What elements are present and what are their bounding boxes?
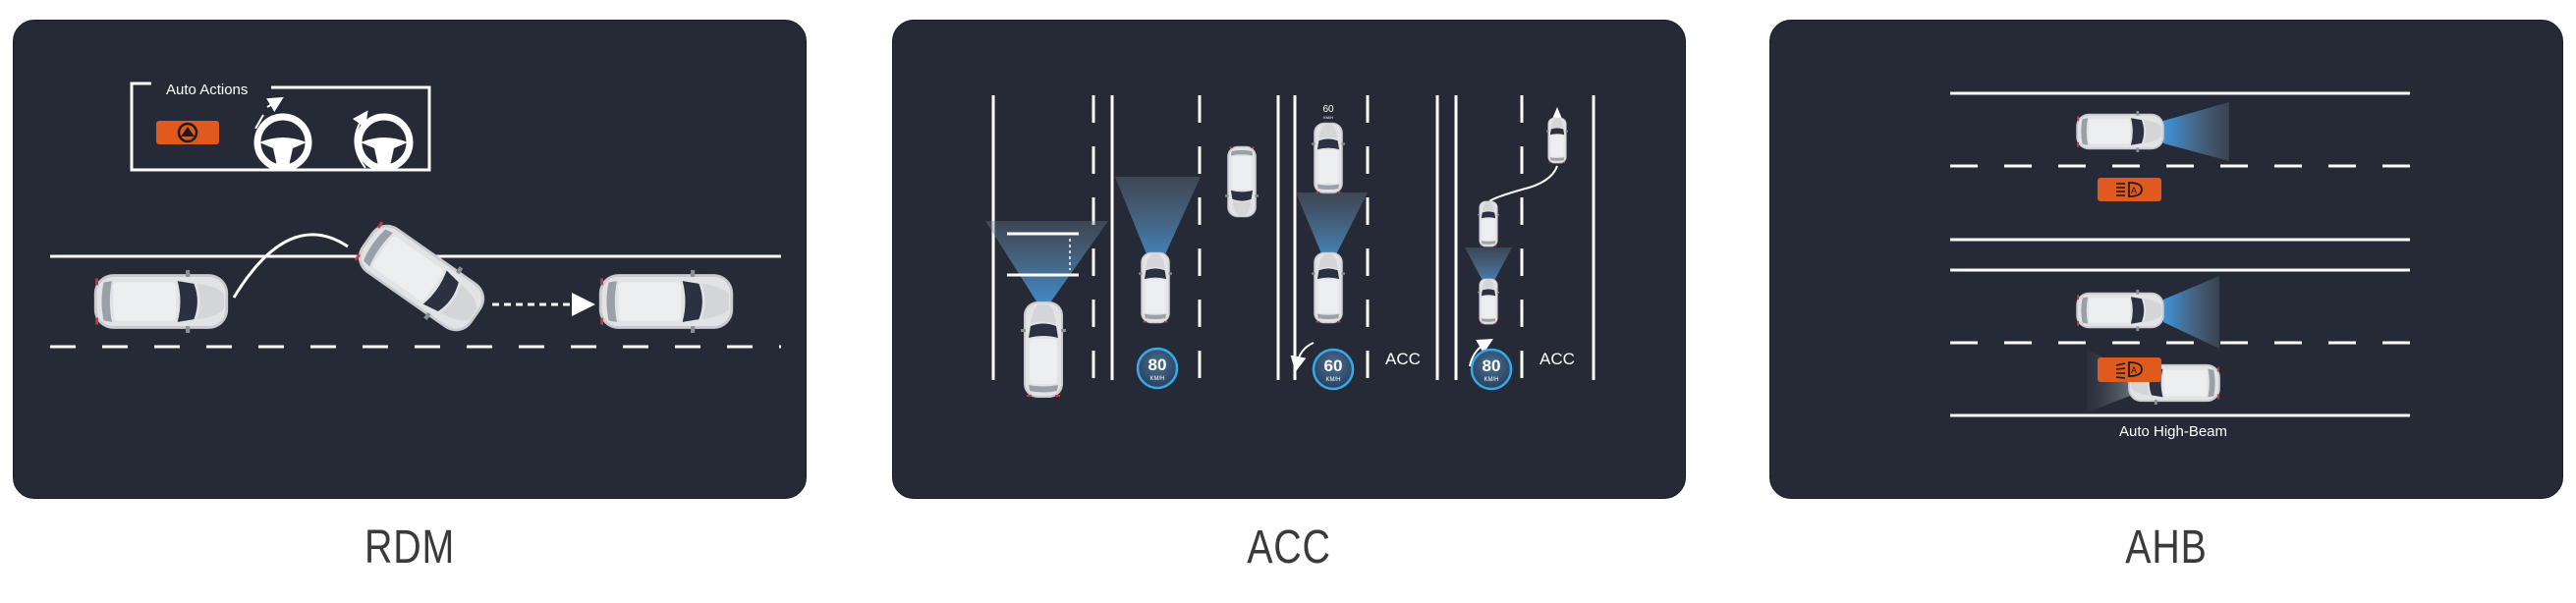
lane-change-path xyxy=(1488,165,1558,202)
rdm-caption: RDM xyxy=(364,521,456,574)
auto-high-beam-label: Auto High-Beam xyxy=(2119,423,2227,440)
low-beam xyxy=(2163,276,2219,349)
road-lines xyxy=(1950,91,2410,417)
road-departure-warning-icon xyxy=(156,121,219,144)
svg-text:A: A xyxy=(2131,365,2137,375)
radar-beam xyxy=(985,221,1108,312)
svg-text:60: 60 xyxy=(1324,356,1343,375)
lead-car xyxy=(1312,122,1345,194)
ahb-illustration: A A Auto High-Beam xyxy=(1950,91,2410,440)
own-car xyxy=(1021,302,1066,398)
svg-text:80: 80 xyxy=(1483,356,1501,375)
steering-wheel-icon xyxy=(352,110,414,172)
decelerate-arrow-icon xyxy=(1290,342,1315,372)
speed-badge: 80 KM/H xyxy=(1470,348,1513,391)
accelerate-arrow-icon xyxy=(1469,339,1493,367)
own-car xyxy=(1312,251,1345,324)
lead-car-speed-unit: KM/H xyxy=(1323,115,1333,120)
acc-label: ACC xyxy=(1385,350,1421,368)
auto-high-beam-icon: A xyxy=(2098,357,2161,382)
car-start xyxy=(93,270,229,333)
acc-illustration: 80 KM/H 60 KM/H 60 KM/H ACC 80 KM/H ACC xyxy=(985,95,1596,398)
steering-wheel-icon xyxy=(253,101,312,172)
auto-high-beam-icon: A xyxy=(2098,178,2161,201)
svg-text:A: A xyxy=(2131,186,2137,195)
speed-badge: 80 KM/H xyxy=(1136,347,1179,390)
departure-path xyxy=(232,233,349,299)
lead-car-speed: 60 xyxy=(1322,104,1334,115)
svg-text:KM/H: KM/H xyxy=(1326,377,1341,383)
car-corrected xyxy=(598,270,734,333)
acc-caption: ACC xyxy=(1247,521,1331,574)
svg-text:KM/H: KM/H xyxy=(1150,376,1165,382)
ahb-panel: A A Auto High-Beam xyxy=(1769,20,2563,499)
direction-arrow-icon xyxy=(1552,107,1562,119)
lane-lines xyxy=(991,95,1596,380)
car-departing xyxy=(348,213,495,343)
radar-beam xyxy=(1115,177,1201,276)
own-car xyxy=(2076,290,2164,331)
acc-panel: 80 KM/H 60 KM/H 60 KM/H ACC 80 KM/H ACC xyxy=(892,20,1686,499)
radar-beam xyxy=(1296,192,1368,270)
radar-beam xyxy=(1465,247,1512,292)
own-car xyxy=(2076,111,2164,152)
rdm-panel: Auto Actions xyxy=(13,20,807,499)
svg-text:KM/H: KM/H xyxy=(1484,377,1499,383)
own-car xyxy=(1478,278,1499,325)
cut-out-car xyxy=(1546,117,1568,164)
auto-actions-label: Auto Actions xyxy=(166,82,248,98)
auto-actions-box: Auto Actions xyxy=(130,82,431,172)
own-car xyxy=(1139,251,1172,324)
speed-badge: 60 KM/H xyxy=(1312,348,1355,391)
svg-text:80: 80 xyxy=(1148,356,1167,374)
high-beam xyxy=(2163,102,2229,161)
ahb-caption: AHB xyxy=(2125,521,2208,574)
lead-car xyxy=(1478,200,1499,247)
acc-label: ACC xyxy=(1540,350,1575,368)
rdm-illustration: Auto Actions xyxy=(50,82,781,349)
adjacent-car xyxy=(1225,145,1259,218)
